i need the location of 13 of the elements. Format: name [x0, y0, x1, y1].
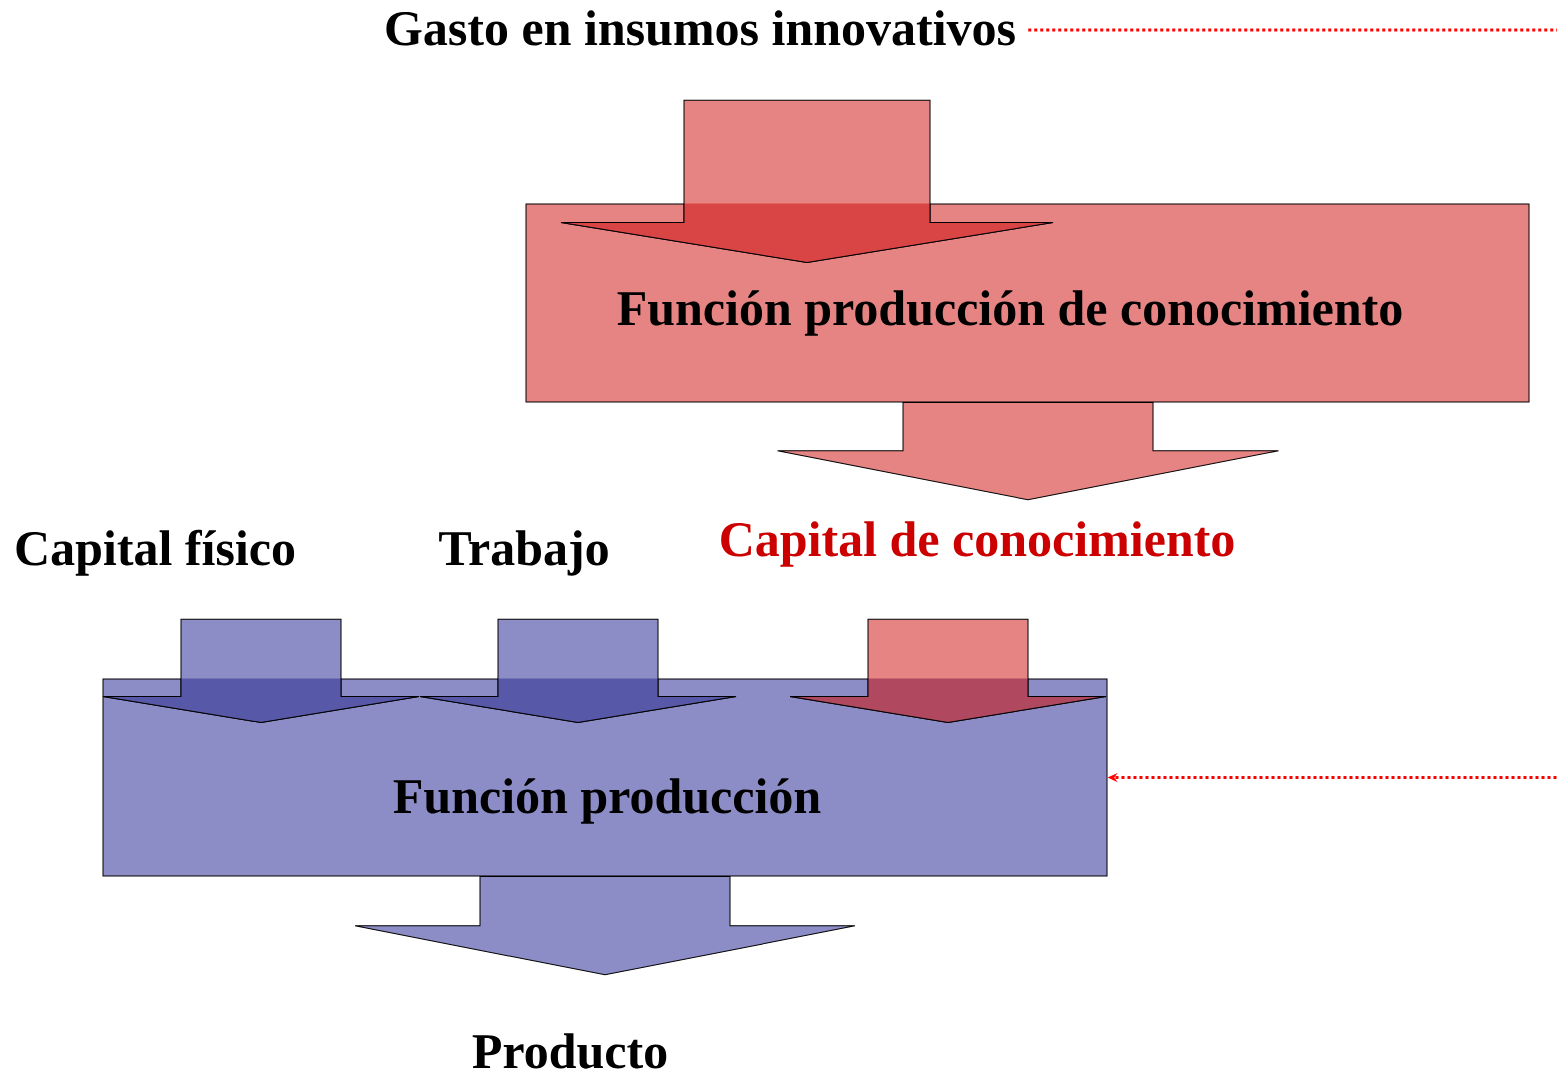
block-arrow [789, 618, 1107, 723]
block-arrow [560, 99, 1054, 263]
dotted-arrow [1028, 28, 1557, 783]
flow-label: Trabajo [439, 530, 608, 576]
flow-label: Capital de conocimiento [721, 521, 1234, 567]
process-box: Función producción de conocimiento [525, 203, 1530, 403]
block-arrow [102, 618, 420, 723]
flow-label: Gasto en insumos innovativos [386, 10, 1015, 46]
block-arrow [777, 402, 1279, 501]
block-arrow [419, 618, 737, 723]
flow-label: Producto [472, 1033, 667, 1069]
block-arrow [354, 876, 856, 976]
flow-label: Capital físico [16, 529, 295, 576]
